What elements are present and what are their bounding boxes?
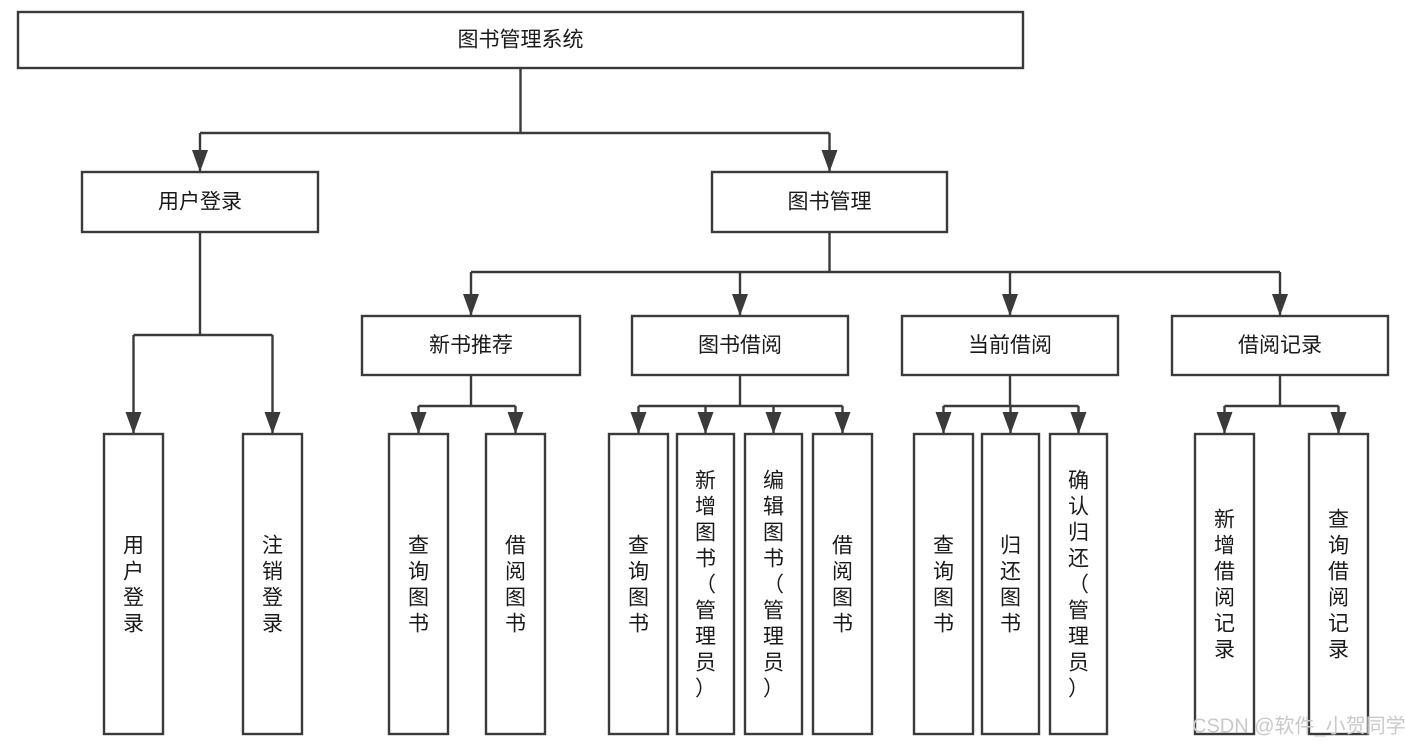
node-box — [387, 432, 450, 736]
arrow-head-icon — [765, 412, 782, 434]
node-box — [912, 432, 975, 736]
arrow-head-icon — [1216, 412, 1233, 434]
arrow-head-icon — [1070, 412, 1087, 434]
node-leaf-user-login[interactable]: 用户登录 — [102, 432, 165, 736]
node-book-borrow[interactable]: 图书借阅 — [630, 314, 850, 377]
arrow-head-icon — [1272, 294, 1288, 316]
node-label: 新增借阅记录 — [1214, 508, 1235, 661]
node-label: 新书推荐 — [429, 334, 513, 357]
node-label: 归还图书 — [1000, 534, 1021, 635]
node-label: 图书管理 — [788, 191, 872, 214]
csdn-watermark: CSDN @软件_小贺同学 — [1192, 714, 1405, 737]
node-current-borrow[interactable]: 当前借阅 — [900, 314, 1120, 377]
arrow-head-icon — [630, 412, 647, 434]
node-leaf-confirm-return[interactable]: 确认归还（管理员） — [1048, 432, 1109, 736]
node-leaf-add-record[interactable]: 新增借阅记录 — [1193, 432, 1256, 736]
node-label: 当前借阅 — [968, 334, 1052, 357]
node-box — [360, 314, 582, 377]
node-leaf-query-book-1[interactable]: 查询图书 — [387, 432, 450, 736]
node-label: 确认归还（管理员） — [1068, 469, 1089, 700]
node-box — [102, 432, 165, 736]
node-leaf-borrow-book-2[interactable]: 借阅图书 — [811, 432, 874, 736]
node-leaf-edit-book[interactable]: 编辑图书（管理员） — [743, 432, 804, 736]
arrow-head-icon — [192, 150, 208, 172]
arrow-head-icon — [1002, 412, 1019, 434]
node-box — [811, 432, 874, 736]
node-box — [980, 432, 1041, 736]
node-box — [16, 10, 1025, 70]
node-box — [241, 432, 304, 736]
node-user-login[interactable]: 用户登录 — [80, 170, 320, 234]
node-label: 查询图书 — [408, 534, 429, 635]
node-label: 编辑图书（管理员） — [763, 469, 784, 700]
arrow-head-icon — [1330, 412, 1347, 434]
node-label: 图书管理系统 — [458, 29, 584, 52]
node-leaf-add-book[interactable]: 新增图书（管理员） — [675, 432, 736, 736]
node-label: 查询图书 — [933, 534, 954, 635]
node-label: 用户登录 — [123, 534, 144, 635]
node-book-manage[interactable]: 图书管理 — [710, 170, 949, 234]
node-leaf-query-book-3[interactable]: 查询图书 — [912, 432, 975, 736]
node-label: 注销登录 — [262, 534, 283, 635]
node-box — [1170, 314, 1390, 377]
arrow-head-icon — [834, 412, 851, 434]
arrow-head-icon — [697, 412, 714, 434]
node-box — [900, 314, 1120, 377]
node-leaf-logout[interactable]: 注销登录 — [241, 432, 304, 736]
node-box — [484, 432, 547, 736]
node-label: 借阅图书 — [832, 534, 853, 635]
node-new-book-recommend[interactable]: 新书推荐 — [360, 314, 582, 377]
node-leaf-return-book[interactable]: 归还图书 — [980, 432, 1041, 736]
connector-layer — [125, 68, 1347, 434]
node-layer: 图书管理系统用户登录图书管理新书推荐图书借阅当前借阅借阅记录用户登录注销登录查询… — [16, 10, 1390, 736]
node-box — [607, 432, 670, 736]
node-label: 新增图书（管理员） — [695, 469, 716, 700]
node-box — [630, 314, 850, 377]
node-box — [675, 432, 736, 736]
node-box — [1307, 432, 1370, 736]
node-label: 借阅记录 — [1238, 334, 1322, 357]
node-box — [743, 432, 804, 736]
node-label: 图书借阅 — [698, 334, 782, 357]
node-label: 用户登录 — [158, 191, 242, 214]
node-box — [710, 170, 949, 234]
node-borrow-record[interactable]: 借阅记录 — [1170, 314, 1390, 377]
node-图书管理系统[interactable]: 图书管理系统 — [16, 10, 1025, 70]
node-label: 查询借阅记录 — [1328, 508, 1349, 661]
node-leaf-query-record[interactable]: 查询借阅记录 — [1307, 432, 1370, 736]
arrow-head-icon — [264, 412, 281, 434]
node-label: 查询图书 — [628, 534, 649, 635]
node-leaf-query-book-2[interactable]: 查询图书 — [607, 432, 670, 736]
arrow-head-icon — [410, 412, 427, 434]
node-box — [80, 170, 320, 234]
arrow-head-icon — [821, 150, 838, 172]
arrow-head-icon — [463, 294, 479, 316]
node-box — [1193, 432, 1256, 736]
node-box — [1048, 432, 1109, 736]
arrow-head-icon — [1002, 294, 1018, 316]
arrow-head-icon — [935, 412, 952, 434]
arrow-head-icon — [507, 412, 524, 434]
arrow-head-icon — [125, 412, 142, 434]
arrow-head-icon — [732, 294, 748, 316]
node-leaf-borrow-book-1[interactable]: 借阅图书 — [484, 432, 547, 736]
node-label: 借阅图书 — [505, 534, 526, 635]
